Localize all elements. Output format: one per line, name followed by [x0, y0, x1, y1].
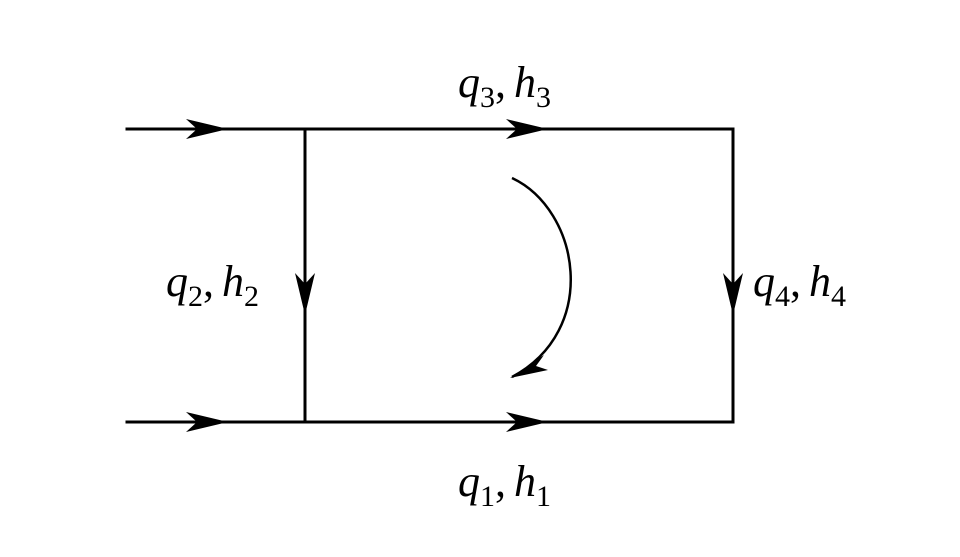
label-q2-h2: q2,h2	[166, 257, 259, 313]
loop-direction-arc	[511, 176, 572, 379]
loop-direction-arrowhead	[510, 355, 548, 378]
flow-arrow-pipe-2	[295, 273, 315, 315]
label-q3-h3: q3,h3	[458, 58, 551, 114]
label-q4-h4: q4,h4	[753, 257, 846, 313]
label-q1-h1: q1,h1	[458, 457, 551, 513]
flow-arrow-pipe-1	[506, 412, 548, 432]
flow-arrow-bottom-inflow	[186, 412, 228, 432]
flow-arrow-pipe-3	[506, 119, 548, 139]
flow-arrow-top-inflow	[186, 119, 228, 139]
flow-arrow-pipe-4	[723, 273, 743, 315]
